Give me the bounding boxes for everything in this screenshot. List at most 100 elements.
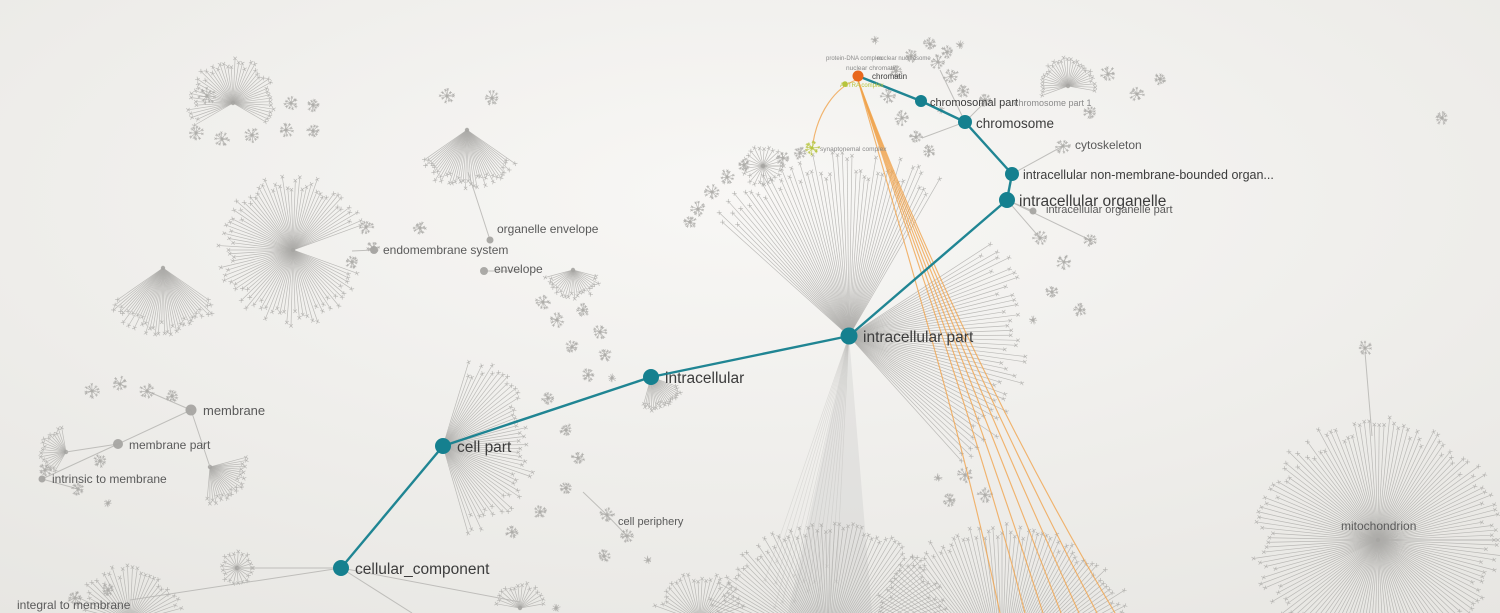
label-intracellular[interactable]: intracellular [665, 370, 744, 387]
label-chromosome-part-1[interactable]: chromosome part 1 [1014, 98, 1092, 108]
label-nuclear-nucleosome[interactable]: nuclear nucleosome [877, 56, 931, 62]
label-nuclear-chromatin[interactable]: nuclear chromatin [846, 65, 898, 72]
label-organelle-envelope[interactable]: organelle envelope [497, 222, 599, 236]
gray-term-node[interactable] [480, 267, 488, 275]
leaf-burst [942, 68, 959, 84]
node-astra-node[interactable] [842, 81, 848, 87]
leaf-burst [923, 144, 936, 158]
leaf-burst [103, 499, 112, 508]
label-protein-dna-complex[interactable]: protein-DNA complex [826, 56, 883, 62]
node-intracellular-nmb-organelle[interactable] [1005, 167, 1019, 181]
node-chromosomal-part[interactable] [915, 95, 927, 107]
leaf-burst [1054, 139, 1072, 154]
gray-term-node[interactable] [486, 236, 494, 244]
fan-cluster [185, 56, 276, 128]
label-intracellular-part[interactable]: intracellular part [863, 329, 974, 346]
leaf-burst [244, 127, 260, 144]
leaf-burst [307, 98, 320, 113]
leaf-burst [608, 373, 617, 383]
highlight-path-edge [857, 79, 1001, 613]
label-endomembrane-system[interactable]: endomembrane system [383, 243, 508, 257]
leaf-burst [592, 324, 608, 340]
leaf-burst [570, 451, 586, 465]
leaf-burst [1129, 86, 1145, 102]
node-layer [333, 70, 1019, 576]
leaf-burst [1029, 315, 1038, 325]
highlight-path-edge [857, 79, 1026, 613]
leaf-burst [102, 583, 114, 597]
graph-edge [146, 390, 192, 411]
graph-edge [340, 567, 413, 613]
dense-branch-wedge [788, 336, 872, 613]
label-intracellular-nmb-organelle[interactable]: intracellular non-membrane-bounded organ… [1023, 168, 1274, 182]
graph-edge [129, 567, 342, 601]
graph-edge [340, 567, 521, 603]
highlight-path-edge [857, 79, 1098, 613]
leaf-burst [689, 200, 706, 217]
leaf-burst [582, 368, 595, 383]
leaf-burst [565, 340, 579, 353]
leaf-burst [559, 423, 572, 436]
leaf-layer [39, 35, 1448, 612]
gray-term-node[interactable] [185, 404, 197, 416]
leaf-burst [643, 555, 652, 565]
leaf-burst [922, 37, 937, 50]
label-intracellular-organelle[interactable]: intracellular organelle [1019, 193, 1166, 210]
leaf-burst [720, 169, 735, 185]
gray-term-node[interactable] [113, 439, 123, 449]
fan-cluster [542, 267, 602, 301]
leaf-burst [112, 375, 128, 391]
leaf-burst [283, 95, 298, 111]
node-cell-part[interactable] [435, 438, 451, 454]
highlight-path-edge [857, 79, 1116, 613]
node-chromosome[interactable] [958, 115, 972, 129]
node-intracellular-part[interactable] [840, 327, 858, 345]
leaf-burst [956, 84, 970, 98]
leaf-burst [540, 392, 555, 405]
label-cell-part[interactable]: cell part [457, 439, 512, 456]
selected-path-edge [964, 121, 1013, 175]
fan-cluster [652, 572, 746, 613]
label-cytoskeleton[interactable]: cytoskeleton [1075, 138, 1142, 152]
gray-term-node[interactable] [38, 475, 46, 483]
label-membrane-part[interactable]: membrane part [129, 438, 211, 452]
leaf-burst [738, 159, 750, 173]
leaf-burst [1056, 254, 1072, 271]
label-synaptonemal-complex[interactable]: synaptonemal complex [820, 146, 887, 153]
gray-node-layer [38, 207, 1037, 483]
label-intrinsic-to-membrane[interactable]: intrinsic to membrane [52, 472, 167, 486]
node-chromatin-node[interactable] [852, 70, 864, 82]
leaf-burst [93, 454, 107, 468]
label-cellular-component[interactable]: cellular_component [355, 561, 490, 578]
leaf-burst [188, 125, 205, 141]
graph-edge [1006, 199, 1041, 239]
graph-edge [921, 121, 966, 139]
label-integral-to-membrane[interactable]: integral to membrane [17, 598, 131, 612]
node-cellular-component[interactable] [333, 560, 349, 576]
label-chromosome[interactable]: chromosome [976, 116, 1054, 131]
label-intracellular-organelle-part[interactable]: intracellular organelle part [1046, 204, 1173, 216]
fan-cluster [422, 127, 518, 191]
label-chromosomal-part[interactable]: chromosomal part [930, 97, 1018, 109]
leaf-burst [306, 124, 320, 138]
label-membrane[interactable]: membrane [203, 403, 265, 418]
fan-cluster [38, 425, 69, 474]
node-intracellular[interactable] [643, 369, 659, 385]
node-synaptonemal-node[interactable] [804, 140, 821, 156]
label-mitochondrion[interactable]: mitochondrion [1341, 519, 1416, 533]
gray-term-node[interactable] [370, 246, 378, 254]
node-intracellular-organelle[interactable] [999, 192, 1015, 208]
label-envelope[interactable]: envelope [494, 262, 543, 276]
label-chromatin[interactable]: chromatin [872, 72, 907, 81]
label-astra-complex[interactable]: ASTRA complex [840, 83, 884, 89]
label-cell-periphery[interactable]: cell periphery [618, 516, 684, 528]
leaf-burst [775, 151, 790, 166]
fan-cluster [716, 150, 943, 339]
gray-term-node[interactable] [1029, 207, 1037, 215]
label-layer: cellular_component cell part intracellular… [17, 56, 1416, 612]
leaf-burst [484, 89, 499, 106]
fan-cluster [762, 333, 852, 613]
leaf-burst [1073, 302, 1087, 317]
